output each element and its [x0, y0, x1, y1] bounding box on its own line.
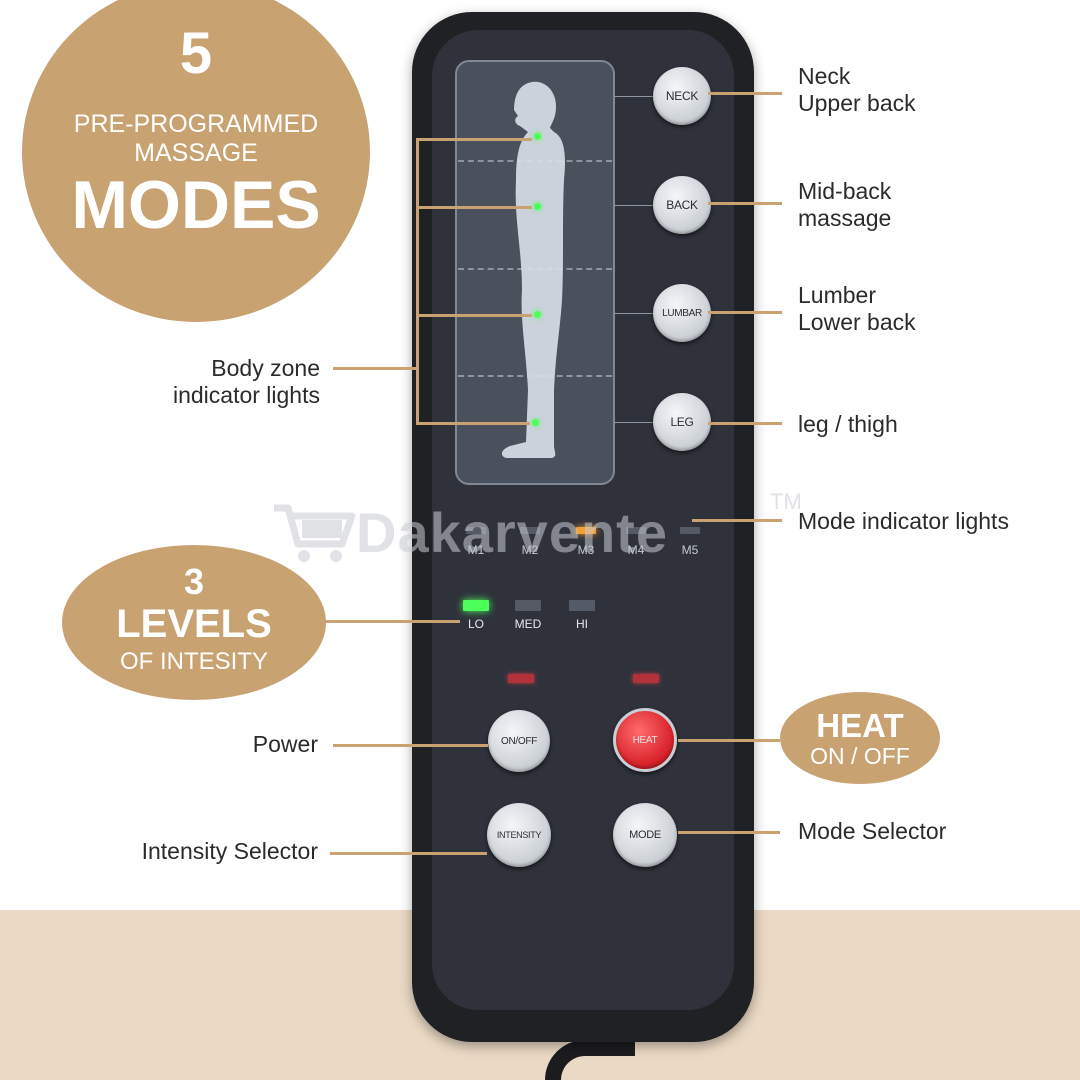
heat-button[interactable]: HEAT — [613, 708, 677, 772]
zone-led-back — [534, 203, 541, 210]
level-label: LO — [467, 617, 484, 631]
trace-leg — [615, 422, 657, 423]
callout-line-heat — [678, 739, 780, 742]
trace-back — [615, 205, 657, 206]
level-led-lo — [463, 600, 489, 611]
callout-line-zone-neck — [416, 138, 532, 141]
level-label: HI — [576, 617, 588, 631]
mode-label: M2 — [521, 543, 539, 557]
callout-line-mode-selector — [678, 831, 780, 834]
callout-line-zone-back — [416, 206, 532, 209]
watermark-trademark: TM — [770, 489, 802, 514]
callout-line-back — [708, 202, 782, 205]
callout-line-power — [333, 744, 488, 747]
callout-line-lumbar — [708, 311, 782, 314]
mode-label: M4 — [627, 543, 645, 557]
neck-button[interactable]: NECK — [653, 67, 711, 125]
callout-line-zone-lumbar — [416, 314, 532, 317]
mode-led-m1 — [466, 527, 486, 534]
callout-line-mode-lights — [692, 519, 782, 522]
heat-indicator-led — [633, 674, 659, 683]
callout-label-intensity: Intensity Selector — [141, 838, 318, 864]
shopping-cart-icon — [274, 504, 356, 562]
callout-label-leg: leg / thigh — [798, 411, 898, 437]
heat-badge: HEAT ON / OFF — [780, 692, 940, 784]
zone-led-leg — [532, 419, 539, 426]
callout-line-intensity — [330, 852, 487, 855]
back-button[interactable]: BACK — [653, 176, 711, 234]
mode-label: M5 — [681, 543, 699, 557]
mode-led-m3 — [576, 527, 596, 534]
mode-button[interactable]: MODE — [613, 803, 677, 867]
mode-led-m4 — [626, 527, 646, 534]
leg-button[interactable]: LEG — [653, 393, 711, 451]
zone-led-neck — [534, 133, 541, 140]
human-silhouette-icon — [501, 81, 565, 458]
power-button[interactable]: ON/OFF — [488, 710, 550, 772]
level-led-med — [515, 600, 541, 611]
lumbar-button[interactable]: LUMBAR — [653, 284, 711, 342]
trace-lumbar — [615, 313, 657, 314]
callout-line-leg — [708, 422, 782, 425]
modes-badge: 5 PRE-PROGRAMMED MASSAGE MODES — [22, 0, 370, 322]
levels-badge: 3 LEVELS OF INTESITY — [62, 545, 326, 700]
power-indicator-led — [508, 674, 534, 683]
callout-line-body-zone — [333, 367, 419, 370]
callout-line-levels — [320, 620, 460, 623]
callout-label-mode-lights: Mode indicator lights — [798, 508, 1009, 534]
zone-led-lumbar — [534, 311, 541, 318]
intensity-button[interactable]: INTENSITY — [487, 803, 551, 867]
level-label: MED — [514, 617, 542, 631]
callout-label-power: Power — [252, 731, 318, 757]
callout-label-mode-selector: Mode Selector — [798, 818, 947, 844]
mode-led-m5 — [680, 527, 700, 534]
trace-neck — [615, 96, 657, 97]
level-led-hi — [569, 600, 595, 611]
callout-line-zone-leg — [416, 422, 530, 425]
mode-label: M1 — [467, 543, 485, 557]
mode-led-m2 — [520, 527, 540, 534]
callout-line-neck — [708, 92, 782, 95]
mode-label: M3 — [577, 543, 595, 557]
callout-bracket-body-zone — [416, 138, 419, 423]
